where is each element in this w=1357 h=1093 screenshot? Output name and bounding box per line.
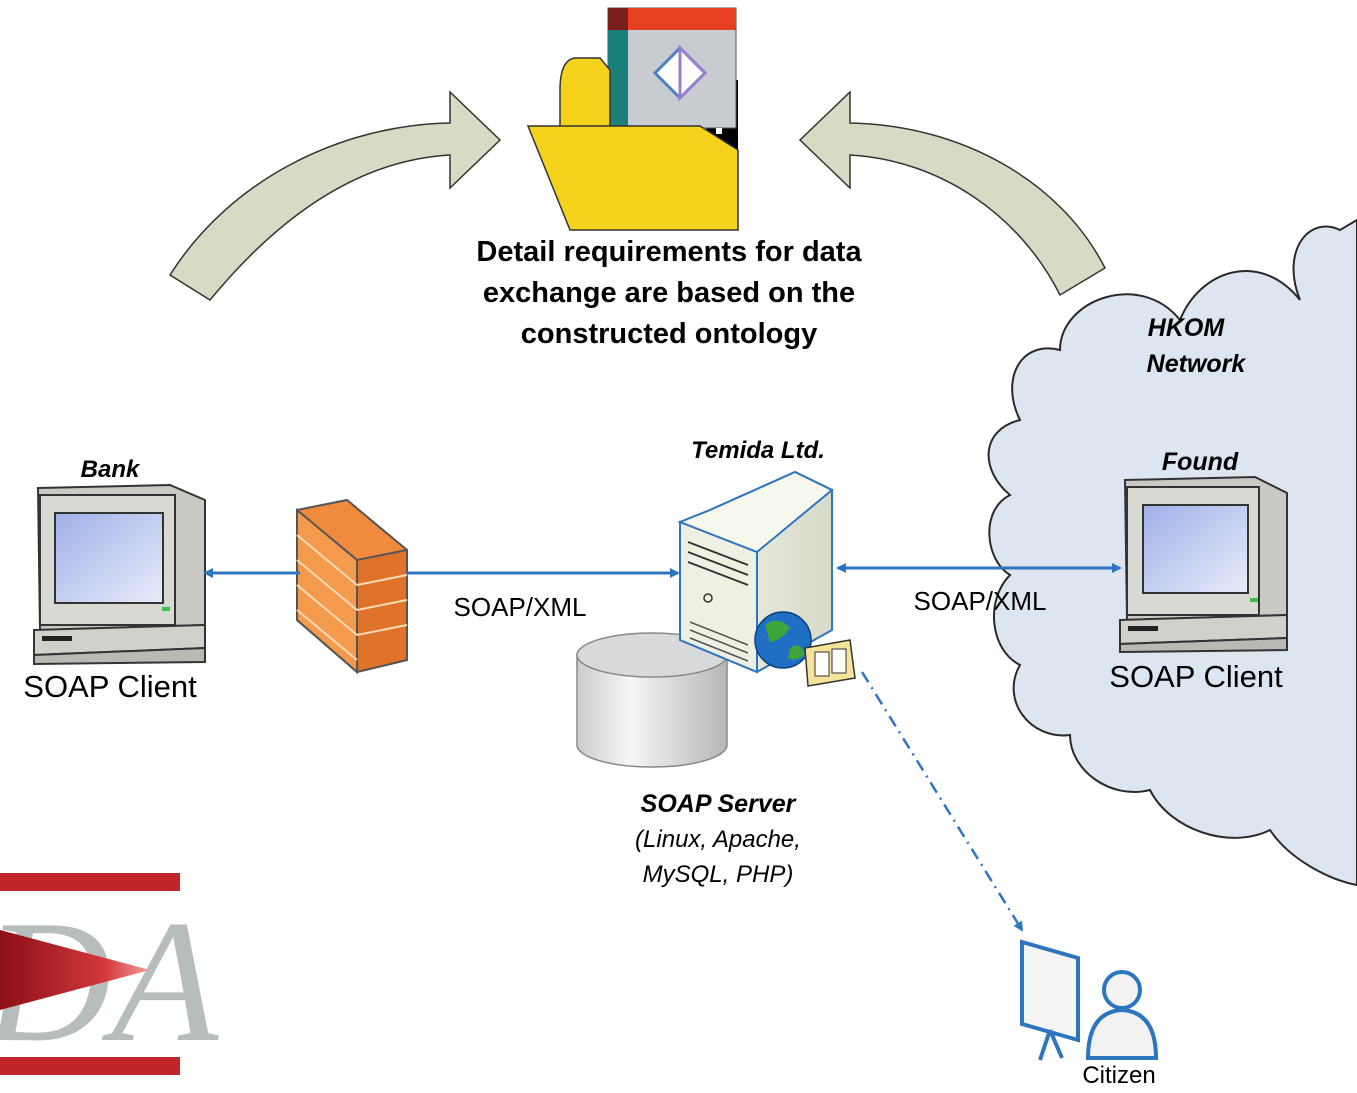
found-role-label: SOAP Client — [1109, 659, 1283, 694]
caption-line-3: constructed ontology — [521, 318, 817, 350]
temida-server-node: Temida Ltd. — [677, 437, 856, 687]
cloud-label-line-2: Network — [1147, 350, 1247, 378]
server-citizen-link — [860, 671, 1024, 932]
bank-node: Bank SOAP Client — [23, 456, 206, 704]
server-description: SOAP Server (Linux, Apache, MySQL, PHP) — [635, 790, 801, 888]
bank-role-label: SOAP Client — [23, 669, 197, 704]
bank-label: Bank — [81, 456, 141, 483]
citizen-label: Citizen — [1082, 1062, 1155, 1089]
bank-firewall-server-link: SOAP/XML — [203, 568, 680, 622]
server-stack-line-1: (Linux, Apache, — [635, 826, 801, 853]
server-owner-label: Temida Ltd. — [691, 437, 825, 464]
citizen-node: Citizen — [1020, 939, 1159, 1089]
presentation-board-icon — [1020, 939, 1080, 1061]
globe-icon — [754, 611, 812, 669]
firewall-icon — [296, 498, 408, 675]
caption-line-2: exchange are based on the — [483, 277, 855, 309]
found-label: Found — [1162, 448, 1239, 476]
caption-line-1: Detail requirements for data — [476, 236, 862, 268]
computer-icon — [33, 483, 206, 666]
left-protocol-label: SOAP/XML — [454, 592, 587, 622]
document-stack-icon — [804, 639, 856, 687]
server-found-link: SOAP/XML — [836, 563, 1122, 616]
computer-icon — [1119, 475, 1288, 654]
ontology-caption: Detail requirements for data exchange ar… — [476, 236, 862, 350]
curved-arrow-icon — [798, 90, 1106, 297]
cloud-label-line-1: HKOM — [1148, 314, 1226, 342]
server-stack-line-2: MySQL, PHP) — [643, 861, 794, 888]
temida-logo: DA — [0, 873, 219, 1078]
server-title-label: SOAP Server — [641, 790, 797, 818]
right-protocol-label: SOAP/XML — [914, 586, 1047, 616]
person-icon — [1085, 970, 1159, 1060]
found-node: Found SOAP Client — [1109, 448, 1288, 694]
curved-arrow-icon — [168, 90, 502, 301]
database-icon — [576, 632, 728, 768]
folder-document-icon — [526, 7, 739, 231]
